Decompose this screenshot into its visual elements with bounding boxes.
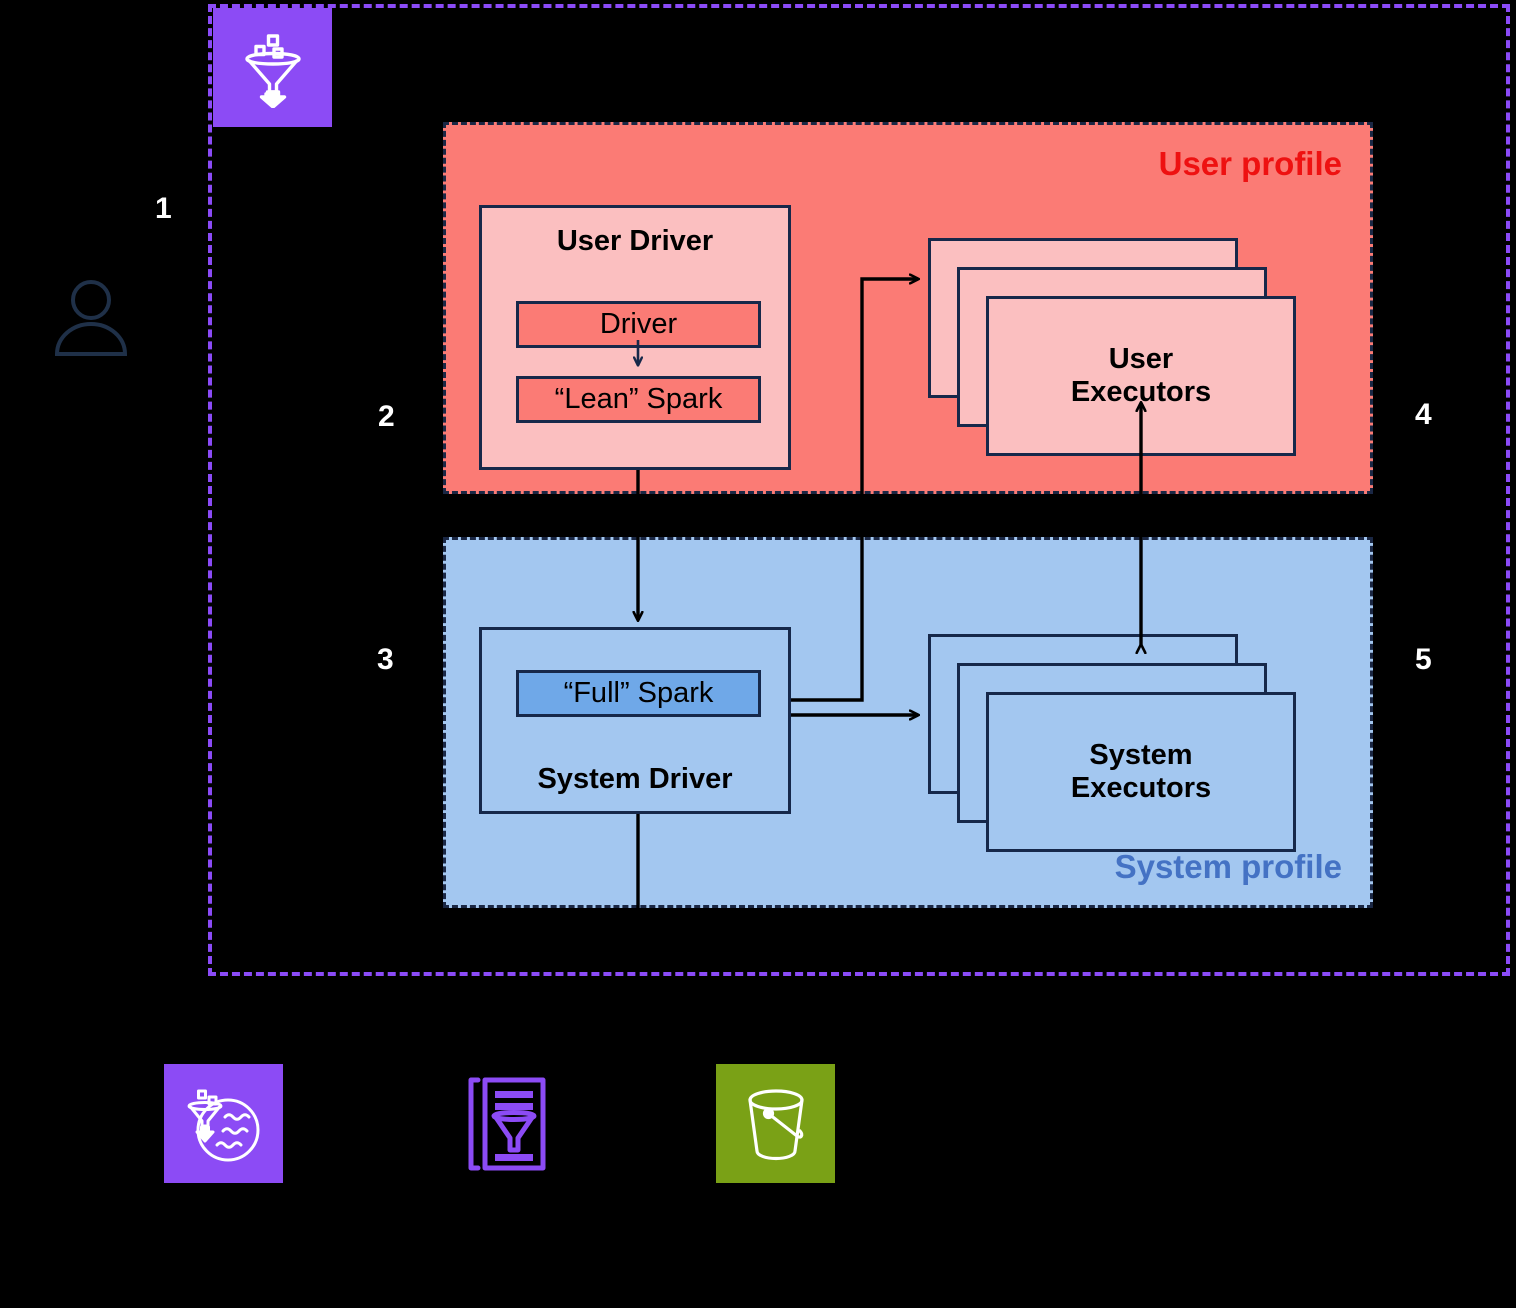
lean-spark-box: “Lean” Spark	[516, 376, 761, 423]
user-executor-card-3: User Executors	[986, 296, 1296, 456]
step-number-4: 4	[1415, 398, 1432, 431]
user-executors-line1: User	[1108, 342, 1174, 375]
system-driver-title: System Driver	[537, 763, 733, 795]
user-driver-box: User Driver Driver “Lean” Spark	[479, 205, 791, 470]
full-spark-box: “Full” Spark	[516, 670, 761, 717]
user-executors-line2: Executors	[1070, 376, 1212, 408]
glue-funnel-icon	[213, 8, 332, 127]
step-number-3: 3	[377, 643, 394, 676]
step-number-5: 5	[1415, 643, 1432, 676]
step-number-1: 1	[155, 192, 172, 225]
user-driver-title: User Driver	[556, 225, 714, 257]
glue-job-container	[208, 4, 1510, 976]
system-driver-box: “Full” Spark System Driver	[479, 627, 791, 814]
system-executor-card-3: System Executors	[986, 692, 1296, 852]
system-executors-line2: Executors	[1070, 772, 1212, 804]
glue-data-lake-icon	[164, 1064, 283, 1183]
glue-data-catalog-icon	[450, 1064, 569, 1183]
user-profile-label: User profile	[1158, 145, 1342, 182]
system-profile-label: System profile	[1114, 848, 1342, 885]
s3-bucket-icon	[716, 1064, 835, 1183]
system-executors-line1: System	[1089, 738, 1193, 771]
step-number-2: 2	[378, 400, 395, 433]
driver-inner-box: Driver	[516, 301, 761, 348]
user-person-icon	[48, 278, 134, 356]
